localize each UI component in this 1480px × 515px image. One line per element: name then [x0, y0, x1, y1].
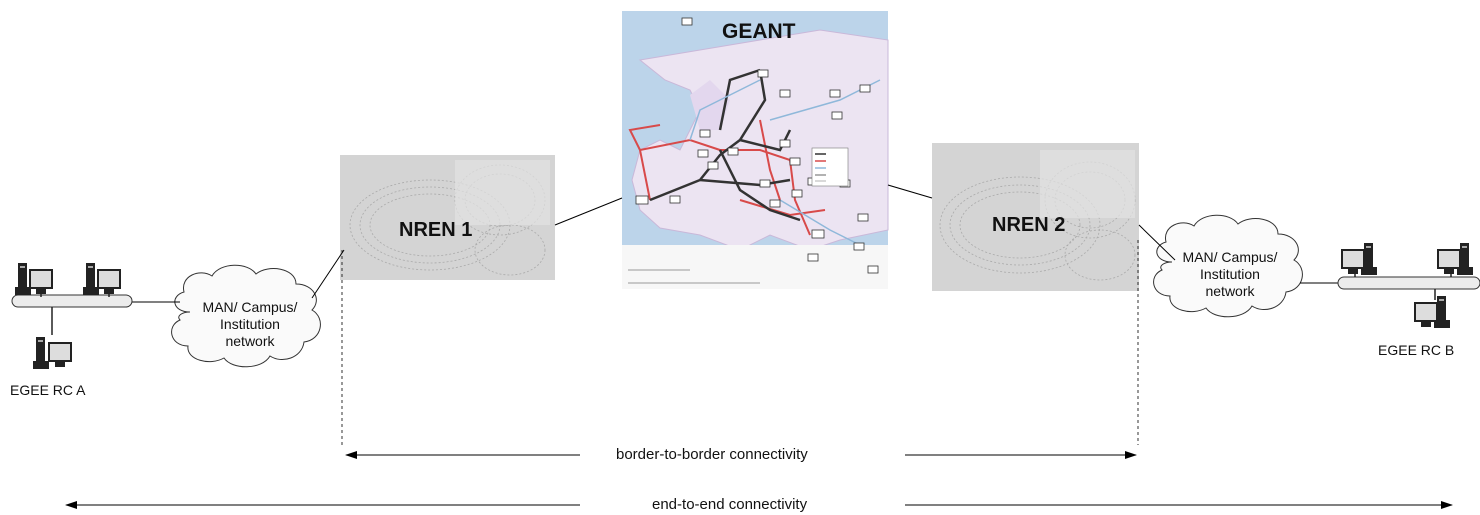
map-footer	[622, 245, 888, 289]
lan-b	[1337, 243, 1480, 328]
link-nren1-to-geant	[554, 197, 623, 226]
map-legend-lines	[815, 153, 826, 182]
nren-1-inset	[455, 160, 550, 225]
site-b-label: EGEE RC B	[1378, 342, 1455, 358]
lan-a	[11, 263, 133, 369]
link-campus-to-nren1	[311, 249, 345, 299]
computer-icon	[1437, 243, 1473, 277]
nren-1-cloud	[340, 155, 555, 280]
network-links	[128, 184, 1340, 303]
campus-right-line2: Institution	[1200, 266, 1260, 282]
border-to-border-label: border-to-border connectivity	[616, 446, 808, 463]
computer-icon	[1414, 289, 1450, 328]
end-to-end-label: end-to-end connectivity	[652, 496, 808, 513]
lan-a-bus	[11, 294, 133, 308]
nren-2-cloud	[932, 143, 1139, 291]
geant-map	[622, 11, 889, 289]
lan-b-bus	[1337, 276, 1480, 290]
computer-icon	[15, 263, 53, 297]
geant-title: GEANT	[722, 20, 796, 43]
map-footer-text-lines	[628, 269, 760, 284]
campus-network-right-label: MAN/ Campus/ Institution network	[1166, 249, 1294, 300]
link-nren2-to-campus	[1138, 224, 1176, 261]
computer-icon	[83, 263, 121, 297]
map-land	[631, 29, 889, 251]
campus-network-left-label: MAN/ Campus/ Institution network	[186, 299, 314, 350]
campus-cloud-left	[171, 264, 321, 368]
nren-1-title: NREN 1	[399, 219, 473, 241]
campus-left-line1: MAN/ Campus/	[202, 299, 298, 315]
nren-2-inset	[1040, 150, 1135, 218]
computer-icon	[33, 307, 72, 369]
campus-cloud-right	[1153, 214, 1303, 318]
campus-left-line2: Institution	[220, 316, 280, 332]
campus-right-line1: MAN/ Campus/	[1182, 249, 1278, 265]
link-geant-to-nren2	[887, 184, 933, 199]
nren-2-title: NREN 2	[992, 214, 1066, 236]
computer-icon	[1341, 243, 1377, 277]
campus-right-line3: network	[1205, 283, 1255, 299]
site-a-label: EGEE RC A	[10, 382, 86, 398]
campus-left-line3: network	[225, 333, 275, 349]
